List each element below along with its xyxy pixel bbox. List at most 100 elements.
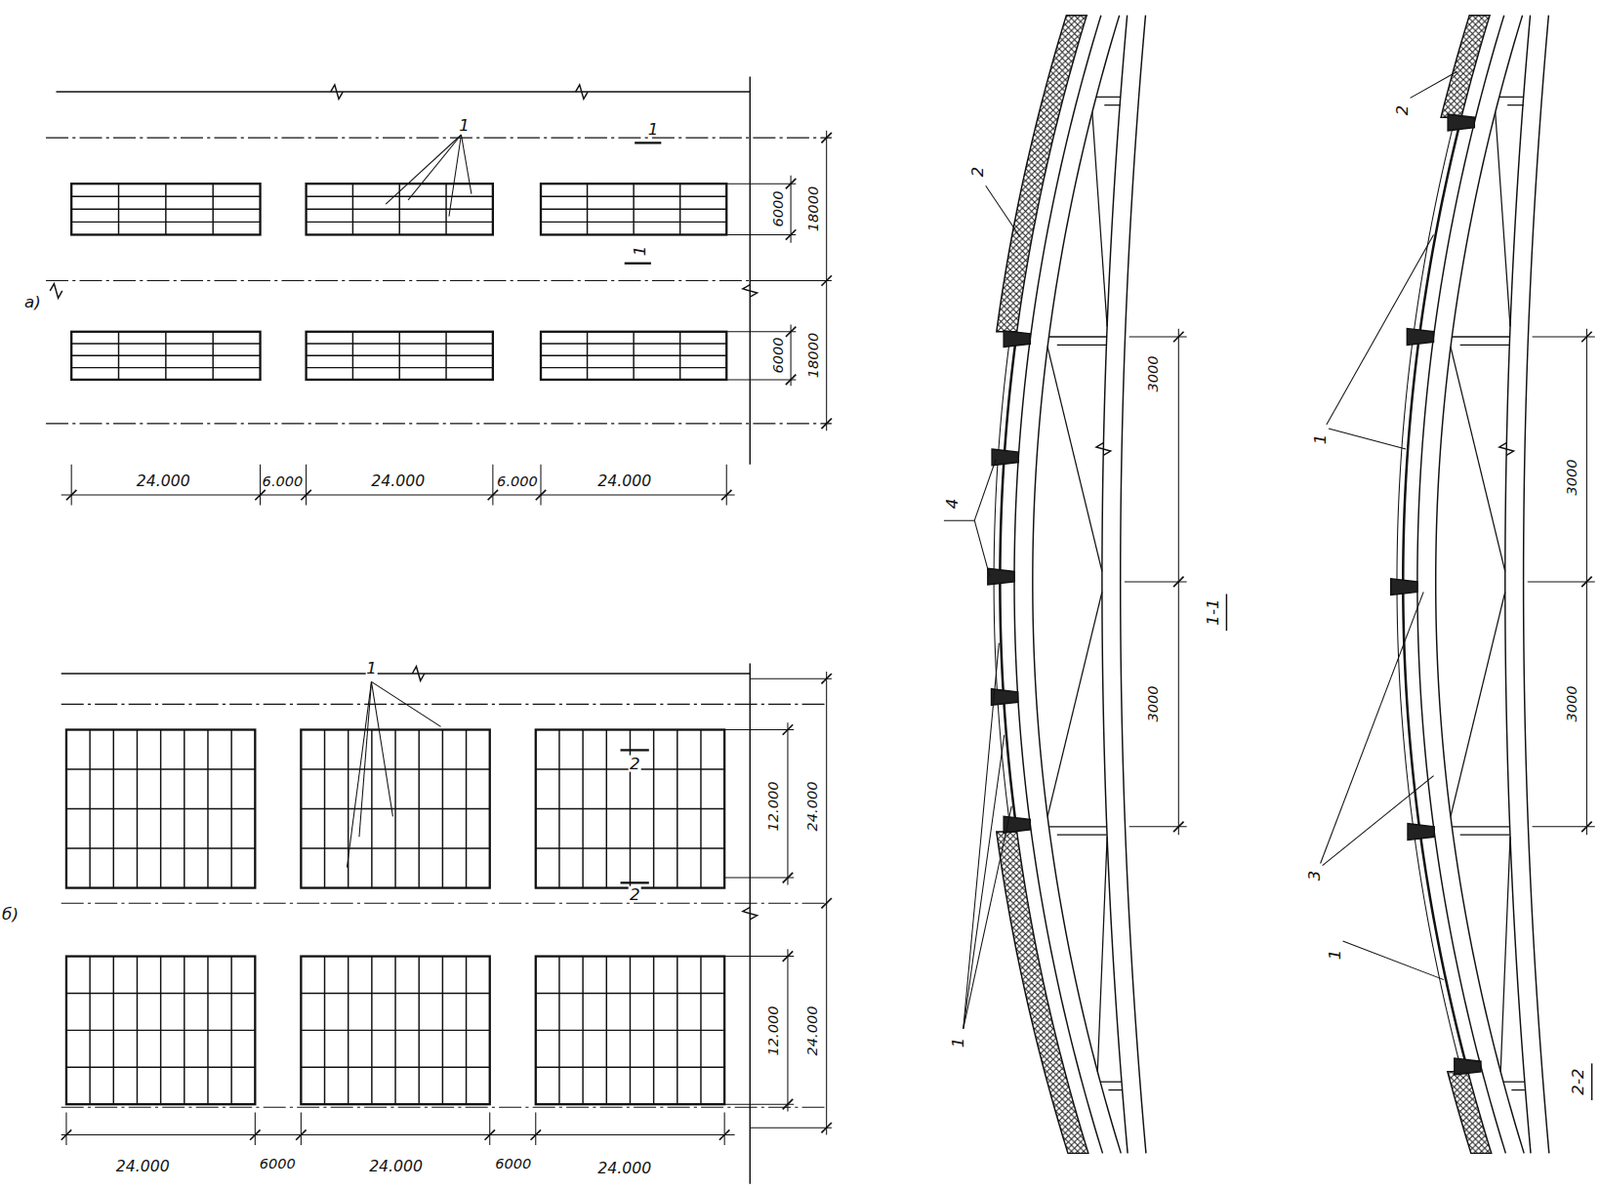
- callout-number: 2: [1394, 104, 1411, 118]
- leader-line: [385, 134, 461, 205]
- skylight-panel: [66, 730, 255, 889]
- section-title: 2-2: [1569, 1066, 1587, 1096]
- dimension-label: 3000: [1146, 354, 1161, 393]
- dimension-label: 6000: [493, 1155, 533, 1171]
- top-chord: [1032, 15, 1121, 1154]
- extension-line: [1532, 825, 1596, 827]
- skylight-frame: [300, 768, 490, 770]
- extension-line: [724, 1104, 794, 1106]
- leader-line: [963, 643, 1000, 1029]
- outline-line: [749, 663, 751, 1185]
- truss-web: [1057, 834, 1108, 836]
- skylight-frame: [71, 367, 260, 369]
- skylight-frame: [1391, 578, 1418, 596]
- skylight-frame: [540, 367, 727, 369]
- leader-line: [460, 134, 471, 195]
- extension-line: [539, 464, 541, 506]
- skylight-frame: [991, 689, 1019, 706]
- skylight-frame: [1407, 823, 1435, 841]
- truss-web: [1500, 836, 1511, 1071]
- truss-web: [1048, 335, 1107, 337]
- top-chord: [1014, 15, 1103, 1154]
- skylight-frame: [540, 355, 727, 357]
- truss-web: [1503, 1081, 1525, 1083]
- dimension-label: 24.000: [805, 779, 821, 832]
- dimension-label: 6000: [770, 190, 785, 229]
- extension-line: [534, 1112, 536, 1146]
- leader-line: [963, 806, 1013, 1029]
- dimension-label: 3000: [1146, 685, 1161, 724]
- dimension-tick: [820, 132, 831, 143]
- skylight-frame: [535, 1066, 725, 1068]
- truss-web: [1450, 591, 1506, 817]
- skylight-frame: [66, 1029, 255, 1031]
- skylight-panel: [71, 331, 260, 380]
- skylight-panel: [540, 331, 727, 380]
- callout-number: 4: [943, 497, 961, 511]
- leader-line: [1343, 941, 1444, 981]
- truss-web: [1450, 346, 1506, 572]
- skylight-frame: [540, 196, 727, 198]
- dimension-tick: [820, 898, 831, 908]
- truss-web: [1048, 825, 1107, 827]
- extension-line: [254, 1112, 256, 1146]
- outline-line: [749, 76, 751, 464]
- break-mark: [330, 84, 344, 100]
- truss-web: [1097, 836, 1108, 1071]
- extension-line: [726, 183, 796, 185]
- leader-line: [963, 735, 1005, 1029]
- dimension-label: 6000: [258, 1155, 297, 1171]
- skylight-frame: [540, 221, 727, 223]
- dimension-label: 24.000: [135, 474, 192, 491]
- section-mark: [620, 748, 650, 751]
- axis-line: [45, 137, 832, 139]
- dimension-label: 6000: [770, 335, 785, 374]
- break-mark: [742, 285, 758, 298]
- dimension-label: 3000: [1563, 458, 1579, 497]
- skylight-frame: [66, 847, 255, 849]
- skylight-frame: [71, 342, 260, 344]
- dimension-line: [786, 948, 788, 1111]
- leader-line: [449, 134, 462, 217]
- roof-insulation: [996, 831, 1089, 1153]
- section-mark-number: 2: [628, 755, 642, 773]
- dimension-label: 24.000: [115, 1158, 171, 1175]
- break-mark: [411, 666, 425, 682]
- leader-line: [974, 458, 996, 521]
- section-mark: [624, 262, 652, 265]
- skylight-frame: [71, 355, 260, 357]
- skylight-frame: [306, 355, 493, 357]
- section-mark-number: 1: [631, 245, 649, 258]
- truss-web: [1096, 96, 1121, 98]
- glazing: [1396, 117, 1462, 1072]
- truss-web: [1507, 104, 1523, 106]
- illustration: [45, 15, 1596, 1185]
- roof-insulation: [1440, 15, 1490, 119]
- dimension-line: [786, 722, 788, 885]
- extension-line: [726, 378, 796, 380]
- skylight-panel: [66, 956, 255, 1106]
- dimension-label: 6.000: [261, 474, 305, 490]
- leader-line: [1326, 234, 1435, 424]
- dimension-tick: [820, 418, 831, 429]
- skylight-frame: [987, 568, 1015, 585]
- extension-line: [1129, 335, 1188, 337]
- section-mark-number: 1: [647, 120, 660, 137]
- dimension-label: 18000: [806, 331, 821, 379]
- truss-web: [1460, 834, 1511, 836]
- top-chord: [1435, 15, 1524, 1154]
- extension-line: [724, 1112, 726, 1146]
- dimension-label: 18000: [806, 185, 821, 233]
- dimension-line: [790, 175, 792, 244]
- skylight-frame: [535, 847, 725, 849]
- skylight-frame: [300, 847, 490, 849]
- axis-line: [45, 280, 750, 282]
- dimension-label: 6.000: [495, 474, 539, 490]
- callout-number: 1: [457, 116, 471, 133]
- break-mark: [49, 284, 63, 299]
- dimension-label: 24.000: [596, 474, 653, 491]
- dimension-label: 3000: [1563, 685, 1579, 724]
- top-chord: [1417, 15, 1506, 1154]
- leader-line: [974, 520, 990, 577]
- section-mark-number: 2: [628, 885, 642, 903]
